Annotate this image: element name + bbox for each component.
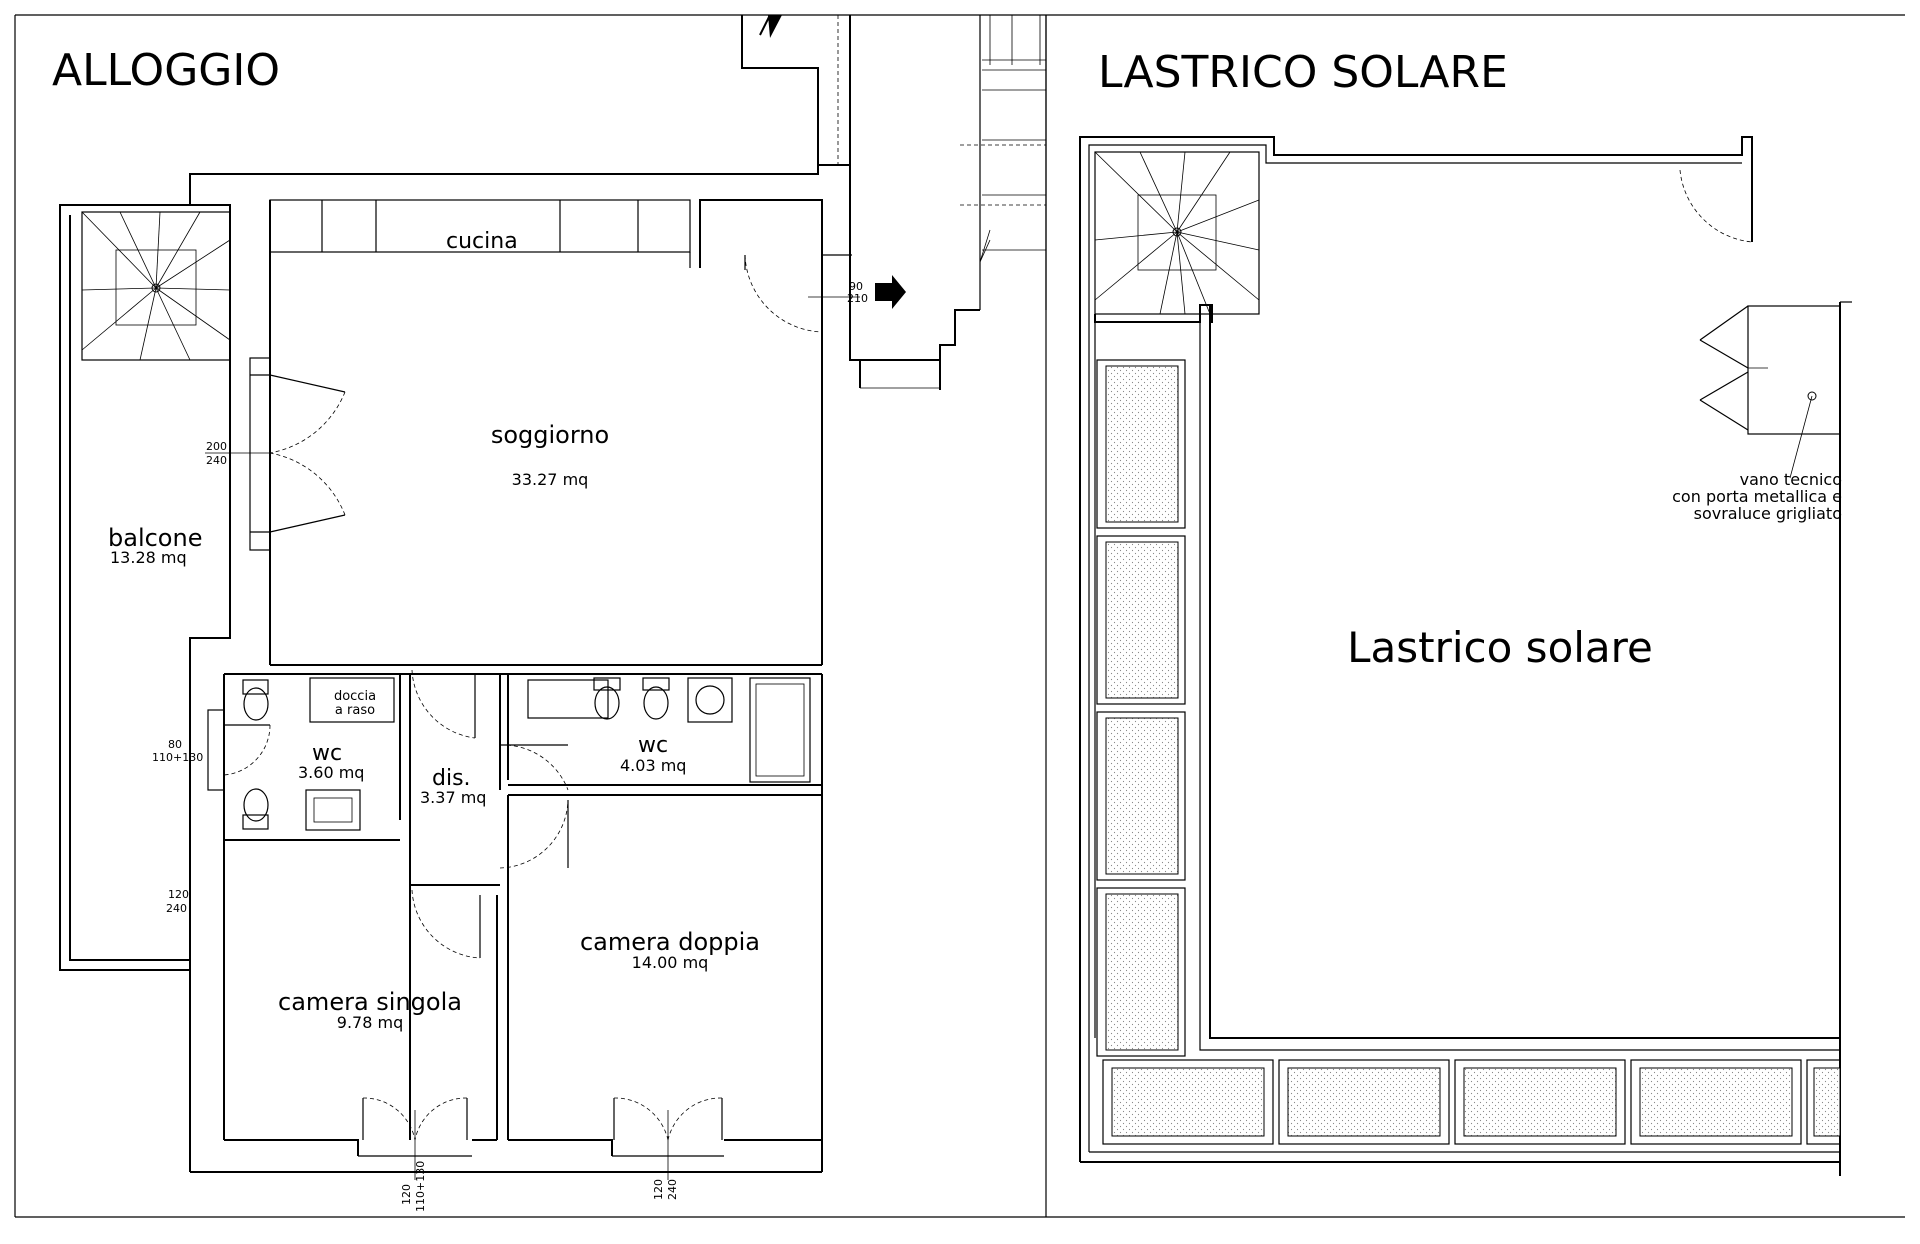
wc1-window[interactable] (207, 709, 271, 791)
wc2-fixtures (527, 677, 811, 783)
room-area-dis: 3.37 mq (420, 788, 486, 807)
room-area-wc1: 3.60 mq (298, 763, 364, 782)
doppia-window[interactable] (613, 1097, 723, 1180)
vano-note-line3: sovraluce grigliato (1694, 504, 1842, 523)
dim-balcony-door-bottom: 240 (206, 454, 227, 467)
dim-wc-window-bottom: 110+130 (152, 751, 203, 764)
room-label-soggiorno: soggiorno (491, 421, 609, 449)
room-area-soggiorno: 33.27 mq (512, 470, 589, 489)
vano-note-line2: con porta metallica e (1672, 487, 1842, 506)
balcony-door[interactable] (205, 357, 346, 551)
dis-doors[interactable] (411, 669, 569, 959)
planter-left-4 (1105, 893, 1179, 1051)
room-label-dis: dis. (432, 766, 471, 791)
vano-tecnico[interactable] (1699, 305, 1841, 479)
title-alloggio: ALLOGGIO (52, 45, 280, 96)
roof-access-door[interactable] (1679, 160, 1753, 243)
entrance-door[interactable] (744, 254, 906, 333)
sheet-frame (14, 14, 1905, 1218)
planter-left-1 (1105, 365, 1179, 523)
roof-spiral-stair (1094, 151, 1260, 315)
planter-bottom-4 (1639, 1067, 1793, 1137)
planter-bottom-5 (1813, 1067, 1841, 1137)
dim-singola-top: 120 (400, 1184, 413, 1205)
dim-wc-window-top: 80 (168, 738, 182, 751)
room-label-wc2: wc (638, 733, 668, 758)
dim-doppia-top: 120 (652, 1179, 665, 1200)
dim-entrance-top: 90 (849, 280, 863, 293)
dim-balcony-low-top: 120 (168, 888, 189, 901)
room-area-balcone: 13.28 mq (110, 548, 187, 567)
room-label-balcone: balcone (108, 524, 202, 552)
shower-label-line2: a raso (335, 703, 375, 718)
dim-balcony-low-bottom: 240 (166, 902, 187, 915)
room-label-cucina: cucina (446, 229, 518, 254)
planter-bottom-1 (1111, 1067, 1265, 1137)
entrance-arrow-icon (875, 275, 906, 309)
room-area-camera-singola: 9.78 mq (337, 1013, 403, 1032)
lastrico-plan: vano tecnico con porta metallica e sovra… (1079, 136, 1852, 1176)
dim-entrance-bottom: 210 (847, 292, 868, 305)
balcony-spiral-stair (81, 211, 231, 361)
dim-singola-bottom: 110+130 (414, 1161, 427, 1212)
room-label-wc1: wc (312, 741, 342, 766)
planter-bottom-2 (1287, 1067, 1441, 1137)
shower-label-line1: doccia (334, 689, 376, 704)
alloggio-plan: cucina (59, 14, 1047, 1212)
room-label-lastrico: Lastrico solare (1347, 623, 1653, 672)
dim-balcony-door-top: 200 (206, 440, 227, 453)
singola-window[interactable] (362, 1097, 468, 1180)
dim-doppia-bottom: 240 (666, 1179, 679, 1200)
title-lastrico: LASTRICO SOLARE (1098, 47, 1508, 98)
planter-left-3 (1105, 717, 1179, 875)
room-label-camera-doppia: camera doppia (580, 928, 760, 956)
room-area-wc2: 4.03 mq (620, 756, 686, 775)
planter-bottom-3 (1463, 1067, 1617, 1137)
vano-note-line1: vano tecnico (1740, 470, 1842, 489)
planter-left-2 (1105, 541, 1179, 699)
wc1-fixtures: doccia a raso (242, 677, 395, 831)
room-label-camera-singola: camera singola (278, 988, 462, 1016)
room-area-camera-doppia: 14.00 mq (632, 953, 709, 972)
